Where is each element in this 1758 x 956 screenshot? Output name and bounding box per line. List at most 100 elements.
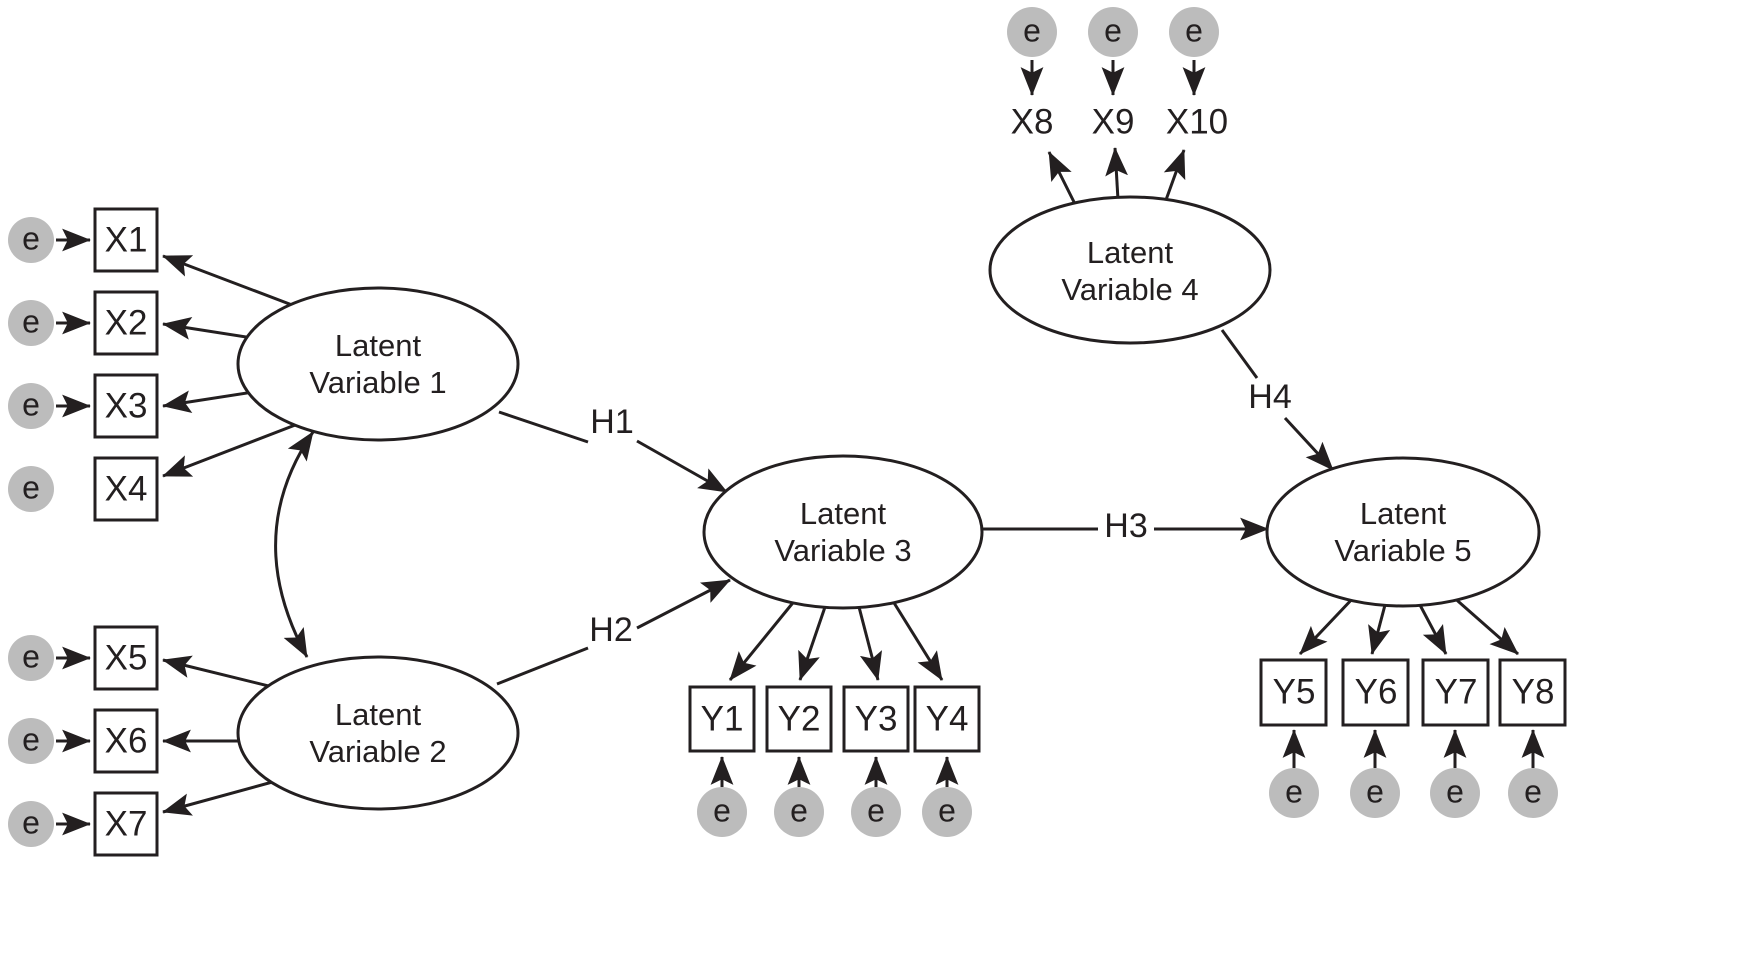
indicator-x6[interactable]: X6: [93, 708, 159, 774]
error-term-y8[interactable]: e: [1508, 768, 1558, 818]
edge-group-h4: [1220, 329, 1335, 472]
edge-group-error-to-y5-y8: [1282, 729, 1545, 768]
indicator-label: X1: [105, 220, 148, 259]
edge-group-h1: [498, 410, 728, 494]
latent-label-line2: Variable 4: [1061, 272, 1198, 307]
error-label: e: [22, 469, 40, 505]
error-circle-icon: [1007, 7, 1057, 57]
indicator-x10-label[interactable]: X10: [1166, 102, 1228, 141]
indicator-x9-label[interactable]: X9: [1092, 102, 1135, 141]
error-term-x8[interactable]: e: [1007, 7, 1057, 57]
arrow-lv1-to-x1: [162, 254, 301, 310]
error-term-x2[interactable]: e: [8, 300, 54, 346]
error-circle-icon: [8, 217, 54, 263]
indicator-label: Y7: [1435, 672, 1478, 711]
latent-variable-5[interactable]: Latent Variable 5: [1265, 456, 1541, 608]
error-term-x3[interactable]: e: [8, 383, 54, 429]
indicator-box: [1421, 658, 1490, 727]
error-label: e: [22, 638, 40, 674]
arrow-lv5-to-y7: [1418, 604, 1448, 655]
indicator-y7[interactable]: Y7: [1421, 658, 1490, 727]
path-h4-segment-b: [1283, 416, 1335, 472]
latent-label-line2: Variable 3: [774, 533, 911, 568]
indicator-box: [93, 791, 159, 857]
indicator-x1[interactable]: X1: [93, 207, 159, 273]
error-circle-icon: [922, 787, 972, 837]
indicator-y4[interactable]: Y4: [913, 685, 981, 753]
arrow-lv3-to-y4: [889, 597, 944, 681]
error-term-y5[interactable]: e: [1269, 768, 1319, 818]
error-circle-icon: [851, 787, 901, 837]
latent-variable-3[interactable]: Latent Variable 3: [702, 454, 984, 610]
error-circle-icon: [1088, 7, 1138, 57]
error-term-y3[interactable]: e: [851, 787, 901, 837]
error-label: e: [867, 792, 885, 828]
error-label: e: [22, 804, 40, 840]
indicator-y5[interactable]: Y5: [1259, 658, 1328, 727]
arrow-lv5-to-y8: [1450, 593, 1519, 656]
indicator-label: X2: [105, 303, 148, 342]
latent-ellipse: [988, 195, 1272, 345]
edge-group-lv1-to-indicators: [162, 254, 304, 478]
indicator-plain-group: X8 X9 X10: [1011, 102, 1229, 141]
latent-label-line2: Variable 2: [309, 734, 446, 769]
error-circle-icon: [8, 635, 54, 681]
error-circle-icon: [1508, 768, 1558, 818]
path-h2-segment-a: [496, 646, 589, 686]
path-label-h4: H4: [1248, 378, 1291, 416]
indicator-y2[interactable]: Y2: [765, 685, 833, 753]
path-labels-group: H1 H2 H3 H4: [589, 378, 1291, 649]
error-label: e: [22, 386, 40, 422]
error-label: e: [1023, 12, 1041, 48]
path-h1-segment-a: [498, 410, 589, 444]
arrow-lv4-to-x9: [1105, 147, 1128, 201]
path-label-h2: H2: [589, 611, 632, 649]
path-label-h3: H3: [1104, 507, 1147, 545]
edge-group-error-to-x8-x10: [1020, 60, 1206, 96]
indicator-box: [93, 373, 159, 439]
latent-ellipse: [236, 655, 520, 811]
error-term-y7[interactable]: e: [1430, 768, 1480, 818]
error-circle-icon: [8, 383, 54, 429]
indicator-y3[interactable]: Y3: [842, 685, 910, 753]
indicator-x8-label[interactable]: X8: [1011, 102, 1054, 141]
indicator-x2[interactable]: X2: [93, 290, 159, 356]
error-term-x7[interactable]: e: [8, 801, 54, 847]
latent-variable-2[interactable]: Latent Variable 2: [236, 655, 520, 811]
indicator-box: [688, 685, 756, 753]
indicator-boxes-group: X1 X2 X3 X4 X5 X6 X7 Y1: [93, 207, 1567, 857]
latent-label-line2: Variable 1: [309, 365, 446, 400]
error-term-y2[interactable]: e: [774, 787, 824, 837]
indicator-label: X3: [105, 386, 148, 425]
error-term-y1[interactable]: e: [697, 787, 747, 837]
error-term-x9[interactable]: e: [1088, 7, 1138, 57]
error-label: e: [790, 792, 808, 828]
error-circle-icon: [1169, 7, 1219, 57]
error-term-y4[interactable]: e: [922, 787, 972, 837]
error-term-x5[interactable]: e: [8, 635, 54, 681]
indicator-box: [93, 290, 159, 356]
indicator-x5[interactable]: X5: [93, 625, 159, 691]
latent-label-line1: Latent: [1087, 235, 1174, 270]
error-circle-icon: [8, 718, 54, 764]
indicator-x7[interactable]: X7: [93, 791, 159, 857]
error-term-x4[interactable]: e: [8, 466, 54, 512]
indicator-label: Y8: [1512, 672, 1555, 711]
arrow-lv2-to-x7: [162, 776, 288, 816]
indicator-x4[interactable]: X4: [93, 456, 159, 522]
edge-group-lv5-to-indicators: [1298, 593, 1519, 656]
indicator-x3[interactable]: X3: [93, 373, 159, 439]
latent-variable-4[interactable]: Latent Variable 4: [988, 195, 1272, 345]
indicator-y6[interactable]: Y6: [1341, 658, 1410, 727]
error-term-x1[interactable]: e: [8, 217, 54, 263]
indicator-y1[interactable]: Y1: [688, 685, 756, 753]
edge-group-h2: [496, 578, 731, 686]
error-term-x10[interactable]: e: [1169, 7, 1219, 57]
latent-variable-1[interactable]: Latent Variable 1: [236, 286, 520, 442]
error-term-x6[interactable]: e: [8, 718, 54, 764]
indicator-y8[interactable]: Y8: [1498, 658, 1567, 727]
indicator-label: X7: [105, 804, 148, 843]
error-term-y6[interactable]: e: [1350, 768, 1400, 818]
